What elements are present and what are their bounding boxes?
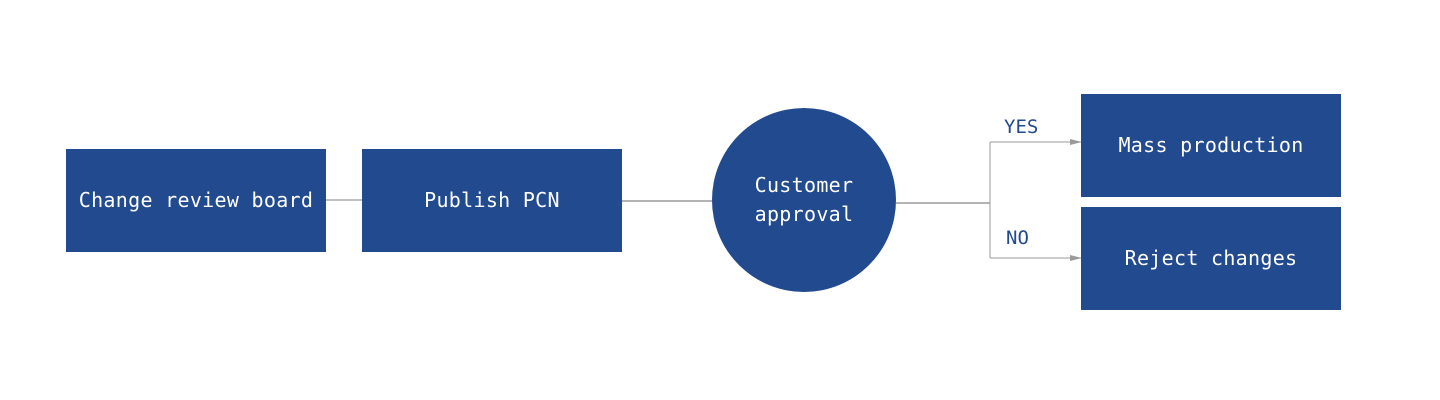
branch-label-no: NO [1006, 227, 1029, 249]
node-customer-approval-label-line1: Customer [754, 173, 854, 197]
node-publish-pcn: Publish PCN [362, 149, 622, 252]
node-mass-production-label: Mass production [1118, 133, 1304, 157]
node-reject-changes: Reject changes [1081, 207, 1341, 310]
node-reject-changes-label: Reject changes [1124, 246, 1298, 270]
node-publish-pcn-label: Publish PCN [424, 188, 560, 212]
node-customer-approval: Customer approval [712, 108, 896, 292]
node-customer-approval-label-line2: approval [754, 202, 854, 226]
node-mass-production: Mass production [1081, 94, 1341, 197]
branch-label-yes: YES [1004, 116, 1039, 138]
node-change-review-board-label: Change review board [78, 188, 314, 212]
node-change-review-board: Change review board [66, 149, 326, 252]
